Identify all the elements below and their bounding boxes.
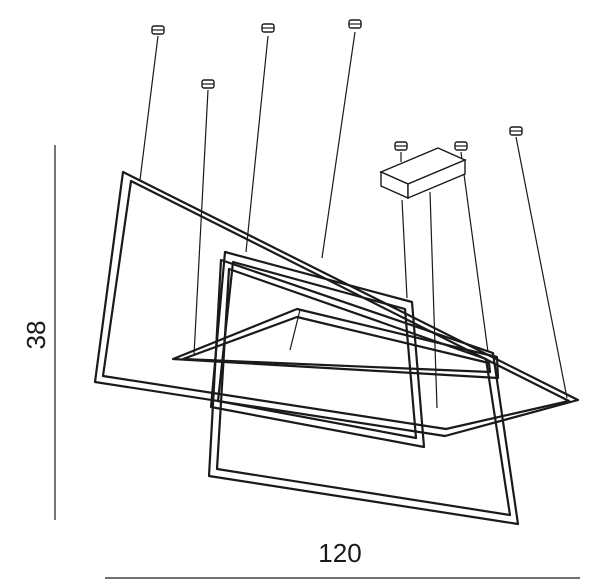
wire-5: [401, 199, 408, 299]
width-dimension-label: 120: [318, 538, 361, 568]
frame-medium: [209, 250, 426, 449]
driver-box: [379, 147, 467, 200]
ceiling-cap-3: [348, 19, 362, 29]
wire-7: [460, 151, 489, 353]
wire-8: [515, 136, 568, 399]
height-dimension: 38: [21, 145, 56, 520]
wire-10: [289, 309, 301, 351]
frame-small: [171, 307, 500, 380]
ceiling-cap-6: [454, 141, 468, 151]
ceiling-cap-4: [201, 79, 215, 89]
ceiling-caps: [151, 19, 523, 151]
ceiling-cap-5: [394, 141, 408, 151]
ceiling-cap-7: [509, 126, 523, 136]
wire-6: [429, 191, 438, 409]
wire-4: [193, 89, 209, 356]
height-dimension-label: 38: [21, 321, 51, 350]
wire-2: [245, 35, 269, 253]
frame-front: [207, 258, 520, 526]
ceiling-cap-1: [151, 25, 165, 35]
width-dimension: 120: [105, 538, 580, 579]
wire-3: [321, 31, 356, 259]
ceiling-cap-2: [261, 23, 275, 33]
frame-large: [93, 170, 580, 438]
wire-1: [139, 35, 159, 181]
